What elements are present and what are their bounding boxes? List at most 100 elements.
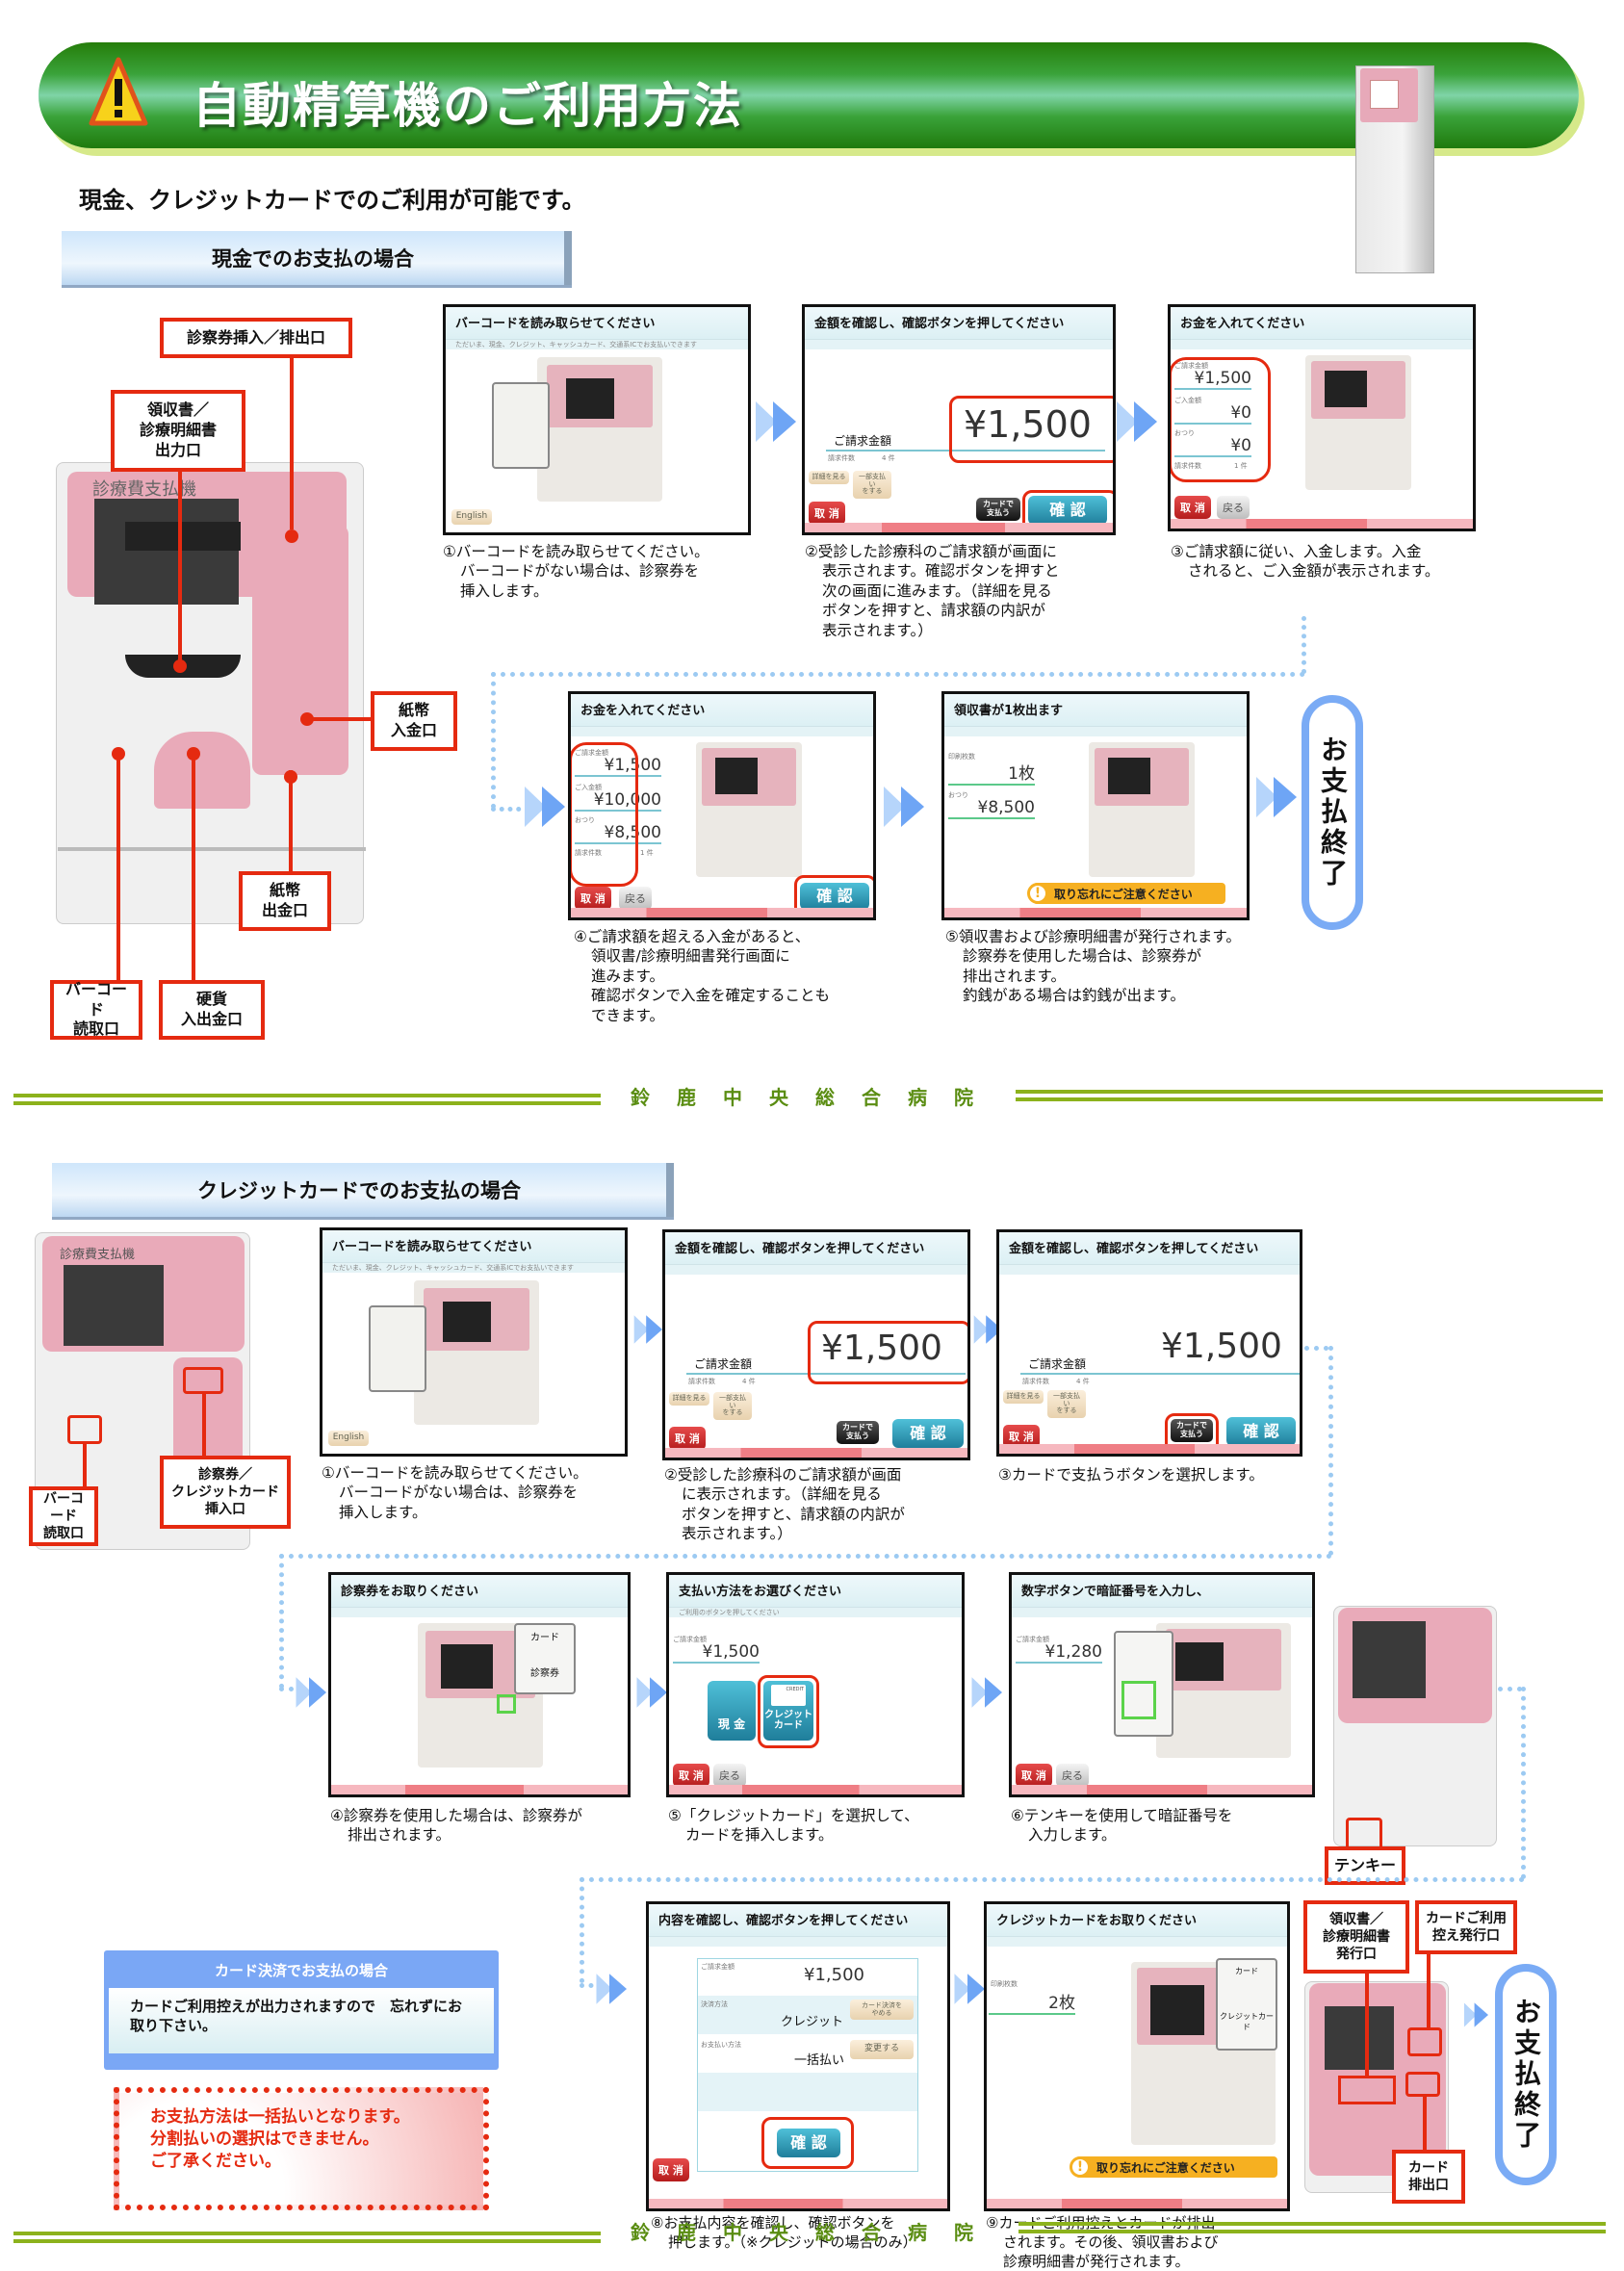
screen-subtitle: ただいま、現金、クレジット、キャッシュカード、交通系ICでお支払いできます xyxy=(446,340,748,349)
forget-warning: !取り忘れにご注意ください xyxy=(1027,883,1225,904)
cash-step2-screen: 金額を確認し、確認ボタンを押してください ご請求金額 請求件数 4 件 ¥1,5… xyxy=(802,304,1116,535)
confirm-button[interactable]: 確 認 xyxy=(1226,1417,1296,1446)
kiosk-illustration xyxy=(1305,355,1411,490)
cancel-button[interactable]: 取 消 xyxy=(575,887,611,910)
payment-method: クレジット xyxy=(781,2015,844,2029)
back-button[interactable]: 戻る xyxy=(619,887,652,910)
flow-arrow-icon xyxy=(636,1677,667,1708)
screen-title: 金額を確認し、確認ボタンを押してください xyxy=(665,1232,967,1265)
kiosk-photo-standing xyxy=(1355,65,1434,273)
english-button[interactable]: English xyxy=(328,1431,369,1446)
exclamation-icon: ! xyxy=(1070,2156,1091,2178)
cash-step1-caption: ①バーコードを読み取らせてください。 バーコードがない場合は、診察券を 挿入しま… xyxy=(443,543,709,600)
billed-amount: ¥1,500 xyxy=(964,403,1092,446)
billed-amount: ¥1,500 xyxy=(1161,1327,1282,1366)
pay-by-card-button[interactable]: カードで 支払う xyxy=(837,1421,879,1444)
flow-arrow-icon xyxy=(971,1677,1002,1708)
back-button[interactable]: 戻る xyxy=(713,1764,746,1787)
detail-button[interactable]: 詳細を見る xyxy=(809,471,849,484)
pay-by-card-button[interactable]: カードで 支払う xyxy=(1171,1419,1213,1442)
change-amount: ¥8,500 xyxy=(948,798,1035,819)
confirm-button[interactable]: 確 認 xyxy=(892,1419,964,1448)
screen-title: バーコードを読み取らせてください xyxy=(446,307,748,340)
cash-step1-screen: バーコードを読み取らせてください ただいま、現金、クレジット、キャッシュカード、… xyxy=(443,304,751,535)
flow-arrow-icon xyxy=(296,1677,326,1708)
callout-card-slip: カードご利用 控え発行口 xyxy=(1415,1900,1517,1954)
cancel-button[interactable]: 取 消 xyxy=(669,1427,706,1450)
cancel-button[interactable]: 取 消 xyxy=(653,2158,689,2181)
cancel-button[interactable]: 取 消 xyxy=(809,502,845,525)
payment-plan: 一括払い xyxy=(794,2053,845,2068)
kiosk-illustration xyxy=(1156,1623,1291,1758)
screen-title: 支払い方法をお選びください xyxy=(669,1575,962,1608)
cancel-card-payment-button[interactable]: カード決済を やめる xyxy=(850,2000,914,2021)
change-plan-button[interactable]: 変更する xyxy=(850,2040,914,2059)
flow-arrow-icon xyxy=(973,1315,1002,1344)
confirm-button[interactable]: 確 認 xyxy=(800,883,869,910)
machine-label: 診療費支払機 xyxy=(92,479,196,500)
page-title: 自動精算機のご利用方法 xyxy=(193,78,743,134)
change-amount: ¥8,500 xyxy=(575,823,661,844)
callout-bill-out: 紙幣 出金口 xyxy=(239,871,331,931)
cash-step5-screen: 領収書が1枚出ます 印刷枚数 1枚 おつり ¥8,500 !取り忘れにご注意くだ… xyxy=(941,691,1250,920)
payment-summary: ご請求金額 ¥1,500 決済方法 クレジット カード決済を やめる お支払い方… xyxy=(697,1958,918,2172)
screen-title: 金額を確認し、確認ボタンを押してください xyxy=(999,1232,1300,1265)
callout-barcode: バーコード 読取口 xyxy=(29,1486,98,1546)
partial-pay-button[interactable]: 一部支払い をする xyxy=(853,471,891,500)
cancel-button[interactable]: 取 消 xyxy=(1016,1764,1052,1787)
screen-title: お金を入れてください xyxy=(1171,307,1473,340)
flow-arrow-icon xyxy=(1463,2002,1488,2027)
credit-card-icon: CREDIT xyxy=(771,1685,806,1706)
screen-title: バーコードを読み取らせてください xyxy=(322,1230,625,1263)
screen-title: 数字ボタンで暗証番号を入力し、 xyxy=(1012,1575,1312,1608)
partial-pay-button[interactable]: 一部支払い をする xyxy=(713,1392,752,1421)
installment-warning: お支払方法は一括払いとなります。 分割払いの選択はできません。 ご了承ください。 xyxy=(114,2087,489,2210)
credit-step6-caption: ⑥テンキーを使用して暗証番号を 入力します。 xyxy=(1011,1807,1233,1845)
flow-arrow-icon xyxy=(954,1974,985,2004)
cash-step5-caption: ⑤領収書および診療明細書が発行されます。 診察券を使用した場合は、診察券が 排出… xyxy=(945,928,1241,1005)
flow-arrow-icon xyxy=(884,787,924,827)
screen-title: 内容を確認し、確認ボタンを押してください xyxy=(649,1904,947,1937)
flow-arrow-icon xyxy=(1117,401,1157,442)
barcode-reader-zoom xyxy=(492,382,550,469)
credit-step5-screen: 支払い方法をお選びください ご利用のボタンを押してください ご請求金額 ¥1,5… xyxy=(666,1572,965,1797)
detail-button[interactable]: 詳細を見る xyxy=(1003,1390,1044,1404)
billed-amount: ¥1,500 xyxy=(673,1642,760,1664)
callout-barcode: バーコード 読取口 xyxy=(50,980,142,1040)
confirm-button[interactable]: 確 認 xyxy=(1028,496,1107,525)
kiosk-illustration xyxy=(537,357,662,502)
confirm-button[interactable]: 確 認 xyxy=(777,2129,840,2157)
callout-card-slot: 診察券／ クレジットカード 挿入口 xyxy=(160,1456,291,1529)
card-slot-zoom: カード診察券 xyxy=(514,1623,576,1694)
exclamation-icon: ! xyxy=(1027,883,1048,904)
credit-step3-caption: ③カードで支払うボタンを選択します。 xyxy=(998,1466,1264,1484)
callout-receipt: 領収書／ 診療明細書 発行口 xyxy=(1303,1900,1409,1974)
back-button[interactable]: 戻る xyxy=(1056,1764,1089,1787)
barcode-reader-zoom xyxy=(369,1305,426,1392)
credit-step5-caption: ⑤「クレジットカード」を選択して、 カードを挿入します。 xyxy=(668,1807,919,1845)
pay-by-card-button[interactable]: カードで 支払う xyxy=(976,498,1020,521)
partial-pay-button[interactable]: 一部支払い をする xyxy=(1047,1390,1086,1419)
flow-arrow-icon xyxy=(596,1974,627,2004)
cancel-button[interactable]: 取 消 xyxy=(673,1764,709,1787)
callout-coin: 硬貨 入出金口 xyxy=(159,980,265,1040)
flow-arrow-icon xyxy=(1256,777,1297,817)
cash-step2-caption: ②受診した診療科のご請求額が画面に 表示されます。確認ボタンを押すと 次の画面に… xyxy=(805,543,1060,639)
credit-step2-screen: 金額を確認し、確認ボタンを押してください ご請求金額 請求件数 4 件 ¥1,5… xyxy=(662,1229,970,1460)
kiosk-illustration xyxy=(414,1280,539,1425)
screen-title: 領収書が1枚出ます xyxy=(944,694,1247,727)
kiosk-illustration xyxy=(696,742,802,877)
cancel-button[interactable]: 取 消 xyxy=(1174,496,1211,519)
credit-step8-screen: 内容を確認し、確認ボタンを押してください ご請求金額 ¥1,500 決済方法 ク… xyxy=(646,1901,950,2211)
credit-step1-caption: ①バーコードを読み取らせてください。 バーコードがない場合は、診察券を 挿入しま… xyxy=(322,1464,588,1521)
cash-button[interactable]: 現 金 xyxy=(708,1681,756,1741)
kiosk-screen xyxy=(64,1265,164,1346)
callout-receipt: 領収書／ 診療明細書 出力口 xyxy=(111,390,245,472)
card-note-box: カード決済でお支払の場合 カードご利用控えが出力されますので 忘れずにお取り下さ… xyxy=(104,1950,499,2070)
back-button[interactable]: 戻る xyxy=(1217,496,1250,519)
detail-button[interactable]: 詳細を見る xyxy=(669,1392,709,1406)
english-button[interactable]: English xyxy=(451,509,492,525)
card-note-body: カードご利用控えが出力されますので 忘れずにお取り下さい。 xyxy=(109,1988,494,2053)
callout-card-out: カード 排出口 xyxy=(1392,2150,1465,2204)
credit-step1-screen: バーコードを読み取らせてください ただいま、現金、クレジット、キャッシュカード、… xyxy=(320,1227,628,1457)
